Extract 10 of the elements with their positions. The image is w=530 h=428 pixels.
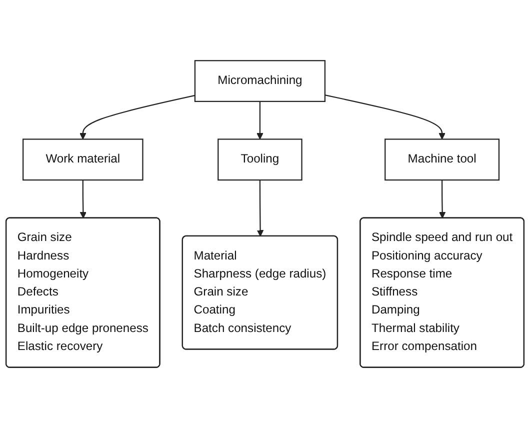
arrow [80,94,196,140]
node-box: Micromachining [194,60,326,102]
arrow [438,180,446,218]
arrow [256,101,264,140]
node-box: Work material [22,138,144,181]
node-box: Tooling [218,138,302,181]
arrow [80,180,86,218]
arrow [256,180,264,237]
node-box: Machine tool [384,138,500,181]
arrow [324,94,446,140]
